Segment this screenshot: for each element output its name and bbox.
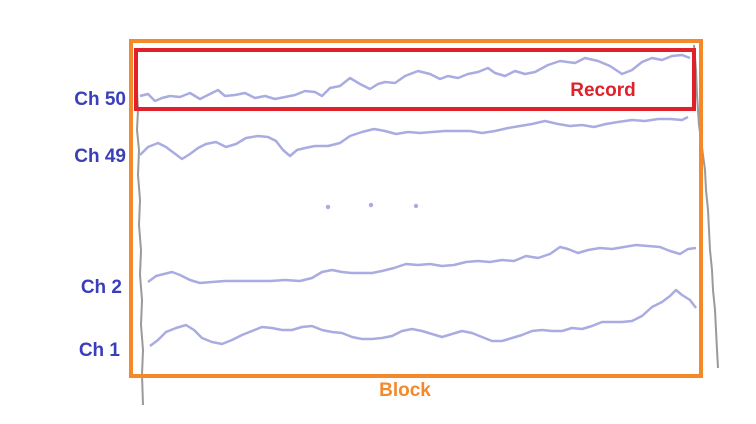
ellipsis-dot-1 bbox=[325, 204, 331, 210]
ellipsis-dot-3 bbox=[413, 203, 419, 209]
right-edge-trace bbox=[693, 44, 719, 369]
trace-ch49 bbox=[139, 115, 689, 161]
label-ch49: Ch 49 bbox=[74, 146, 126, 167]
trace-ch2 bbox=[147, 243, 697, 285]
ellipsis-dot-2 bbox=[368, 202, 374, 208]
trace-ch1 bbox=[149, 288, 697, 347]
trace-ch50 bbox=[139, 53, 691, 103]
block-box bbox=[129, 39, 703, 378]
label-ch2: Ch 2 bbox=[80, 277, 122, 298]
label-ch50: Ch 50 bbox=[74, 89, 126, 110]
block-label: Block bbox=[379, 380, 431, 401]
record-box bbox=[134, 48, 696, 111]
label-ch1: Ch 1 bbox=[78, 340, 120, 361]
left-edge-trace bbox=[135, 89, 145, 406]
record-label: Record bbox=[570, 80, 636, 101]
